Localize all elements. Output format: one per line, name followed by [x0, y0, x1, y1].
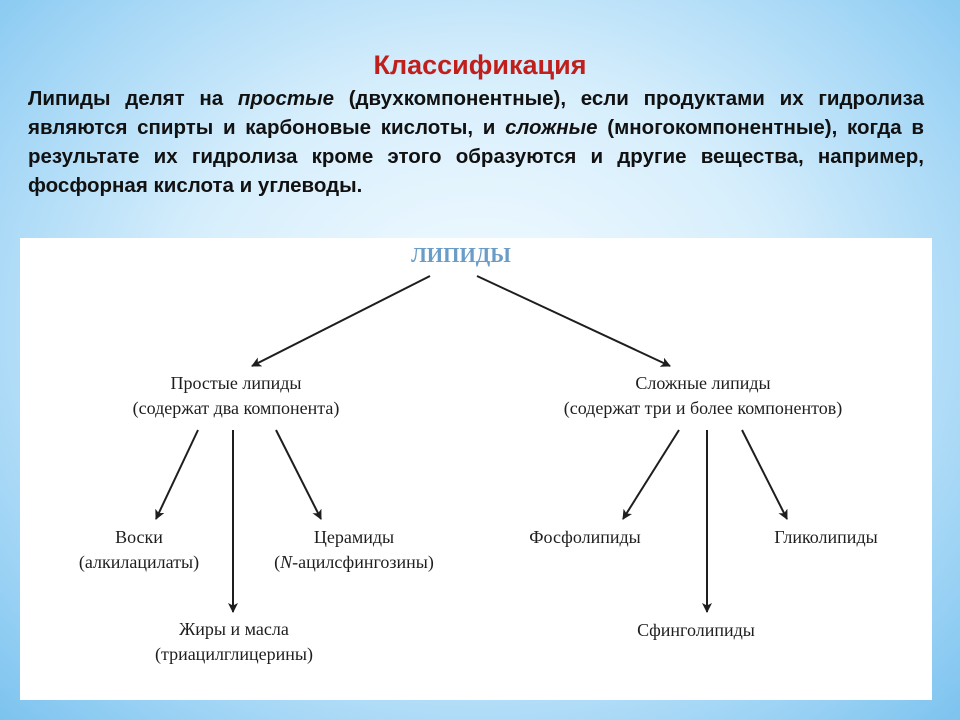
- arrow-complex-to-glycolipids: [741, 429, 788, 520]
- arrow-complex-to-phospholipids: [622, 429, 680, 520]
- paragraph-text-2: (двухкомпонентные), если продуктами их г…: [28, 87, 924, 139]
- node-simple-lipids: Простые липиды: [170, 373, 301, 393]
- node-waxes: Воски: [115, 527, 163, 547]
- node-waxes-desc: (алкилацилаты): [79, 552, 199, 573]
- slide-title: Классификация: [373, 50, 587, 80]
- node-fats-oils-desc: (триацилглицерины): [155, 644, 313, 665]
- ceramides-desc-italic: N: [279, 552, 293, 572]
- node-glycolipids: Гликолипиды: [774, 527, 877, 547]
- paragraph-complex-term: сложные: [505, 116, 598, 139]
- lipid-classification-diagram: ЛИПИДЫ Простые липиды (содержат два комп…: [79, 243, 878, 665]
- paragraph-text-1: Липиды делят на: [28, 87, 238, 110]
- node-phospholipids: Фосфолипиды: [529, 527, 640, 547]
- node-lipids: ЛИПИДЫ: [411, 243, 511, 267]
- arrow-simple-to-waxes: [155, 429, 199, 520]
- paragraph-text-3: (многокомпонентные), когда в результате …: [28, 116, 924, 197]
- node-complex-lipids: Сложные липиды: [635, 373, 770, 393]
- node-ceramides: Церамиды: [314, 527, 394, 547]
- diagram-panel: ЛИПИДЫ Простые липиды (содержат два комп…: [20, 238, 932, 700]
- node-fats-oils: Жиры и масла: [179, 619, 289, 639]
- node-sphingolipids: Сфинголипиды: [637, 620, 755, 640]
- node-simple-lipids-desc: (содержат два компонента): [133, 398, 340, 419]
- node-ceramides-desc: (N-ацилсфингозины): [274, 552, 434, 573]
- ceramides-desc-rest: -ацилсфингозины): [292, 552, 434, 573]
- ceramides-desc-prefix: (: [274, 552, 280, 573]
- arrow-root-to-complex: [476, 275, 671, 367]
- node-complex-lipids-desc: (содержат три и более компонентов): [564, 398, 843, 419]
- paragraph-simple-term: простые: [237, 87, 334, 110]
- arrow-root-to-simple: [251, 275, 431, 367]
- intro-paragraph: Липиды делят на простые (двухкомпонентны…: [28, 84, 924, 200]
- arrow-simple-to-ceramides: [275, 429, 322, 520]
